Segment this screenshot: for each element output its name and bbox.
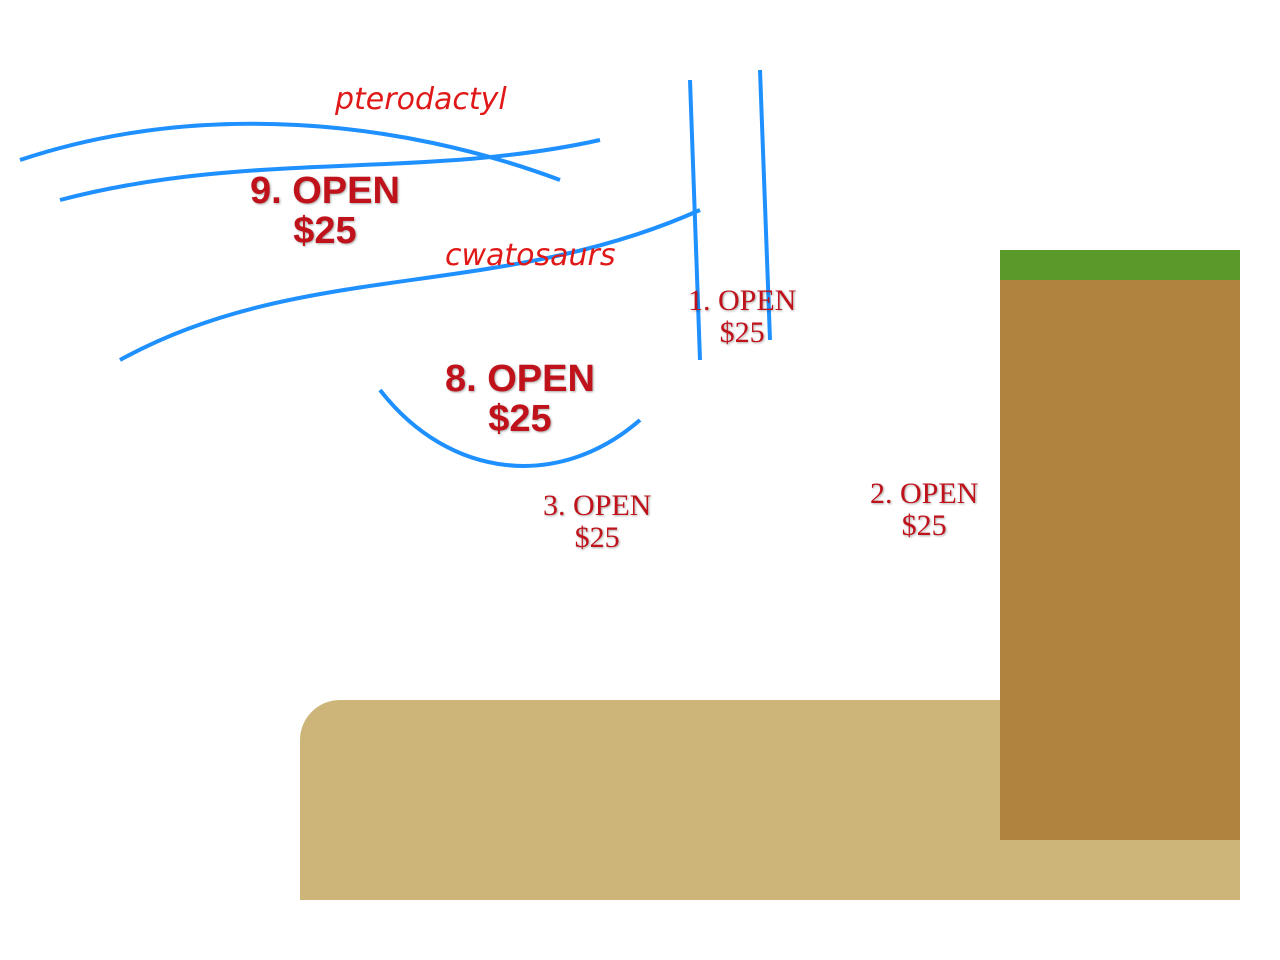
note-top: pterodactyl [335, 82, 507, 117]
sketch-stroke [119, 208, 701, 362]
sketch-lines [19, 69, 772, 468]
slot-label: 2. OPEN [870, 477, 979, 510]
slot-1: 1. OPEN $25 [688, 285, 796, 348]
slot-label: 9. OPEN [250, 170, 400, 212]
slot-price: $25 [574, 520, 620, 554]
slot-2: 2. OPEN $25 [870, 478, 978, 541]
slot-price: $25 [488, 397, 552, 440]
slot-price: $25 [901, 508, 947, 542]
sketch-stroke [688, 79, 702, 361]
slot-price: $25 [719, 315, 765, 349]
sketch-stroke [59, 138, 601, 202]
slot-9: 9. OPEN $25 [250, 170, 400, 252]
slot-3: 3. OPEN $25 [543, 490, 651, 553]
slot-price: $25 [293, 209, 357, 252]
slot-label: 8. OPEN [445, 358, 595, 400]
sketch-stroke [758, 69, 772, 341]
sketch-stroke [378, 388, 642, 468]
slot-label: 1. OPEN [688, 284, 797, 317]
slot-8: 8. OPEN $25 [445, 358, 595, 440]
cliff-area [1000, 250, 1240, 840]
slot-label: 3. OPEN [543, 489, 652, 522]
note-middle: cwatosaurs [445, 238, 616, 273]
